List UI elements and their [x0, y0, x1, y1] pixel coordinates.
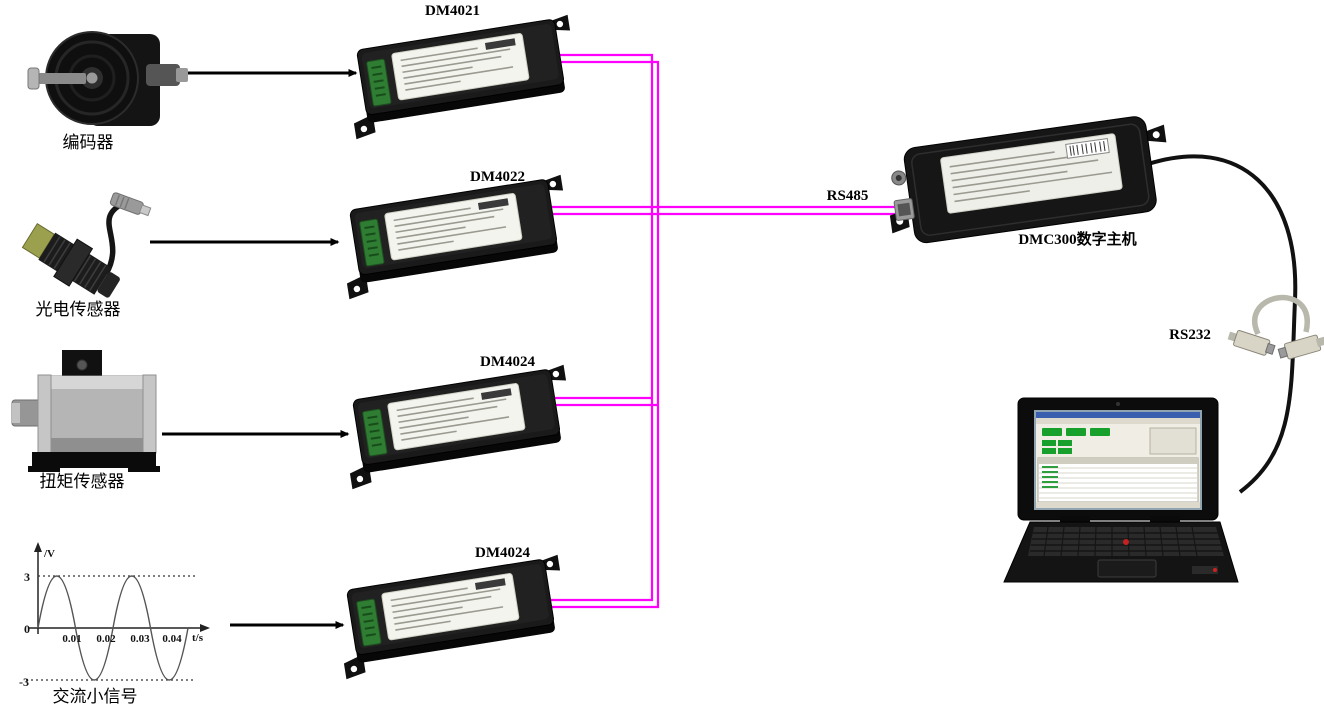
signal-xlabel: t/s [192, 632, 204, 644]
laptop-image [1003, 397, 1239, 583]
torque-sensor-image [11, 350, 160, 472]
rs485-bus-lines [545, 53, 905, 609]
module-4-image [331, 553, 573, 681]
db9-connector [893, 198, 915, 221]
signal-ytick-origin: 0 [24, 622, 30, 636]
signal-xtick-3: 0.03 [130, 633, 150, 645]
module-2-image [334, 173, 576, 301]
label-rs232: RS232 [1169, 327, 1211, 343]
sine-wave [37, 575, 189, 681]
label-rs485: RS485 [826, 188, 869, 204]
signal-ylabel: /V [43, 548, 55, 560]
encoder-image [27, 31, 188, 126]
signal-xtick-4: 0.04 [162, 633, 182, 645]
signal-ytick-bottom: -3 [19, 675, 29, 689]
module-1-image [341, 13, 583, 141]
label-module-2: DM4022 [470, 169, 525, 185]
label-encoder: 编码器 [62, 133, 114, 152]
label-module-4: DM4024 [475, 545, 530, 561]
label-module-1: DM4021 [425, 3, 480, 19]
label-photo-sensor: 光电传感器 [35, 300, 121, 319]
signal-xtick-2: 0.02 [96, 633, 116, 645]
signal-ytick-top: 3 [24, 570, 30, 584]
touchpad [1097, 559, 1157, 578]
label-module-3: DM4024 [480, 354, 535, 370]
ac-signal-plot: /V 3 0 -3 0.01 0.02 0.03 0.04 t/s [19, 542, 210, 689]
photoelectric-sensor-image [21, 192, 152, 298]
trackpoint [1123, 539, 1129, 545]
label-torque-sensor: 扭矩传感器 [39, 472, 125, 491]
laptop-screen-content [1036, 412, 1200, 508]
signal-arrows [150, 69, 358, 629]
module-3-image [337, 363, 579, 491]
label-dmc300-host: DMC300数字主机 [1018, 232, 1137, 248]
label-ac-signal: 交流小信号 [52, 687, 138, 706]
dmc300-host-image [889, 116, 1167, 244]
signal-xtick-1: 0.01 [62, 633, 81, 645]
rs232-cable-image [1227, 294, 1324, 360]
